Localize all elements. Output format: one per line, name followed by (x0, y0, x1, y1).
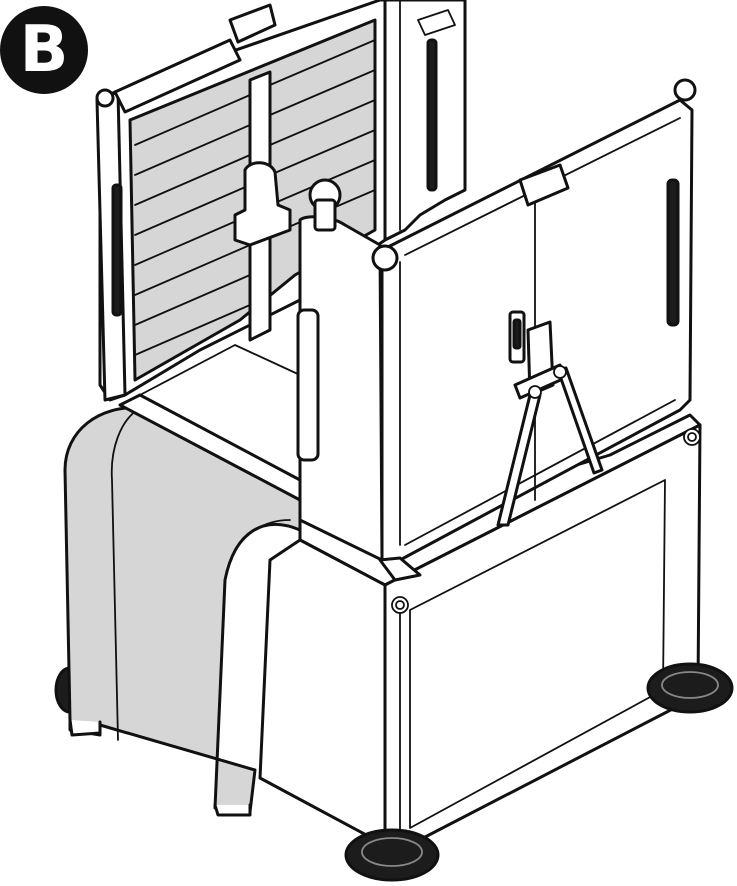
step-badge: B (0, 6, 88, 94)
back-panel (95, 0, 387, 402)
front-panel (371, 78, 697, 582)
side-panel (296, 178, 384, 562)
arched-cover (63, 406, 302, 817)
step-label: B (19, 13, 69, 87)
tall-upright (383, 0, 467, 242)
